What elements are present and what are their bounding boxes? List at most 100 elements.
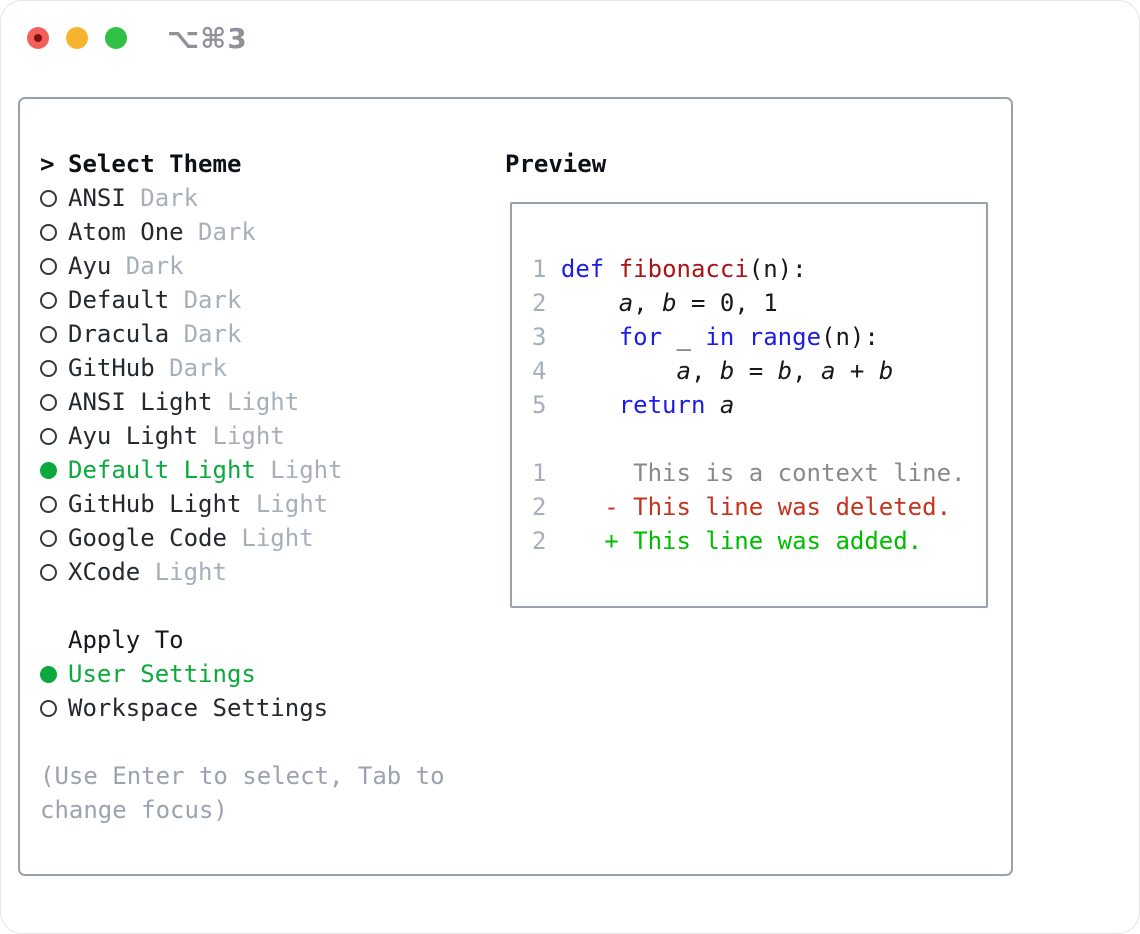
keyboard-hint: (Use Enter to select, Tab to change focus… [40, 759, 445, 827]
radio-marker [40, 495, 68, 513]
code-segment-plain [604, 255, 618, 283]
code-segment-num: 1 [532, 459, 547, 487]
theme-variant-label: Light [140, 558, 227, 586]
theme-option-default-light[interactable]: Default Light Light [40, 453, 445, 487]
theme-option-github-light[interactable]: GitHub Light Light [40, 487, 445, 521]
close-button[interactable] [27, 27, 49, 49]
radio-unselected-icon [40, 291, 57, 309]
theme-option-ansi[interactable]: ANSI Dark [40, 181, 445, 215]
preview-line: 1 This is a context line. [532, 456, 986, 490]
code-segment-plain: = 0, 1 [676, 289, 778, 317]
window-shortcut-label: ⌥⌘3 [167, 22, 248, 55]
theme-variant-label: Dark [111, 252, 184, 280]
cursor-icon: > [40, 150, 55, 178]
code-segment-kw: range [748, 323, 822, 351]
code-segment-num: 2 [532, 527, 547, 555]
theme-variant-label: Light [255, 456, 343, 484]
code-segment-plain: (n): [748, 255, 807, 283]
theme-name: Ayu Light [68, 422, 199, 450]
theme-option-dracula[interactable]: Dracula Dark [40, 317, 445, 351]
code-segment-plain [546, 391, 618, 419]
theme-option-ayu-light[interactable]: Ayu Light Light [40, 419, 445, 453]
theme-name: Default [68, 286, 170, 314]
code-segment-plain: (n): [821, 323, 879, 351]
code-segment-num: 3 [532, 323, 547, 351]
radio-marker [40, 291, 68, 309]
radio-marker [40, 563, 68, 581]
code-segment-kw: def [560, 255, 605, 283]
radio-marker [40, 189, 68, 207]
radio-unselected-icon [40, 189, 57, 207]
code-segment-num: 4 [532, 357, 547, 385]
code-segment-plain: , [792, 357, 822, 385]
code-segment-plain [546, 289, 618, 317]
theme-option-default[interactable]: Default Dark [40, 283, 445, 317]
radio-unselected-icon [40, 393, 57, 411]
code-segment-plain [546, 357, 676, 385]
spacer [40, 589, 445, 623]
radio-unselected-icon [40, 699, 57, 717]
radio-marker [40, 257, 68, 275]
code-segment-var: a [676, 357, 691, 385]
code-segment-plain [734, 323, 748, 351]
radio-unselected-icon [40, 223, 57, 241]
code-segment-kw: for [618, 323, 663, 351]
preview-line: 2 a, b = 0, 1 [532, 286, 986, 320]
select-theme-title: Select Theme [68, 150, 242, 178]
code-segment-var: b [662, 289, 677, 317]
radio-unselected-icon [40, 325, 57, 343]
theme-variant-label: Light [241, 490, 329, 518]
theme-variant-label: Dark [154, 354, 227, 382]
radio-marker [40, 529, 68, 547]
code-segment-var: a [821, 357, 836, 385]
code-segment-plain [546, 527, 604, 555]
code-segment-plain: = [734, 357, 778, 385]
theme-option-atom-one[interactable]: Atom One Dark [40, 215, 445, 249]
preview-line: 4 a, b = b, a + b [532, 354, 986, 388]
apply-option-workspace-settings[interactable]: Workspace Settings [40, 691, 445, 725]
apply-option-user-settings[interactable]: User Settings [40, 657, 445, 691]
preview-line: 5 return a [532, 388, 986, 422]
code-segment-var: a [719, 391, 735, 419]
zoom-button[interactable] [105, 27, 127, 49]
code-segment-num: 5 [532, 391, 547, 419]
hint-line: change focus) [40, 796, 228, 824]
code-segment-kw: in [705, 323, 735, 351]
code-segment-ctx: This is a context line. [546, 459, 966, 487]
code-segment-var: b [777, 357, 793, 385]
code-segment-kw: return [618, 391, 706, 419]
theme-name: Dracula [68, 320, 170, 348]
radio-marker [40, 359, 68, 377]
theme-name: Google Code [68, 524, 227, 552]
code-segment-num: 2 [532, 289, 547, 317]
apply-to-title: Apply To [68, 626, 184, 654]
hint-line: (Use Enter to select, Tab to [40, 762, 445, 790]
theme-option-github[interactable]: GitHub Dark [40, 351, 445, 385]
radio-unselected-icon [40, 359, 57, 377]
preview-line: 1 def fibonacci(n): [532, 252, 986, 286]
theme-option-xcode[interactable]: XCode Light [40, 555, 445, 589]
radio-marker [40, 393, 68, 411]
code-segment-plain: _ [662, 323, 706, 351]
code-segment-var: a [618, 289, 634, 317]
radio-selected-icon [40, 665, 57, 683]
theme-variant-label: Light [212, 388, 300, 416]
radio-marker [40, 461, 68, 479]
code-segment-fn: fibonacci [618, 255, 749, 283]
theme-option-ayu[interactable]: Ayu Dark [40, 249, 445, 283]
radio-unselected-icon [40, 529, 57, 547]
theme-variant-label: Dark [125, 184, 199, 212]
theme-name: GitHub Light [68, 490, 242, 518]
theme-variant-label: Light [198, 422, 285, 450]
minimize-button[interactable] [66, 27, 88, 49]
theme-option-ansi-light[interactable]: ANSI Light Light [40, 385, 445, 419]
theme-name: ANSI [68, 184, 126, 212]
theme-option-google-code[interactable]: Google Code Light [40, 521, 445, 555]
code-segment-num: 2 [532, 493, 547, 521]
theme-variant-label: Dark [169, 320, 242, 348]
radio-selected-icon [40, 461, 57, 479]
theme-variant-label: Light [226, 524, 314, 552]
